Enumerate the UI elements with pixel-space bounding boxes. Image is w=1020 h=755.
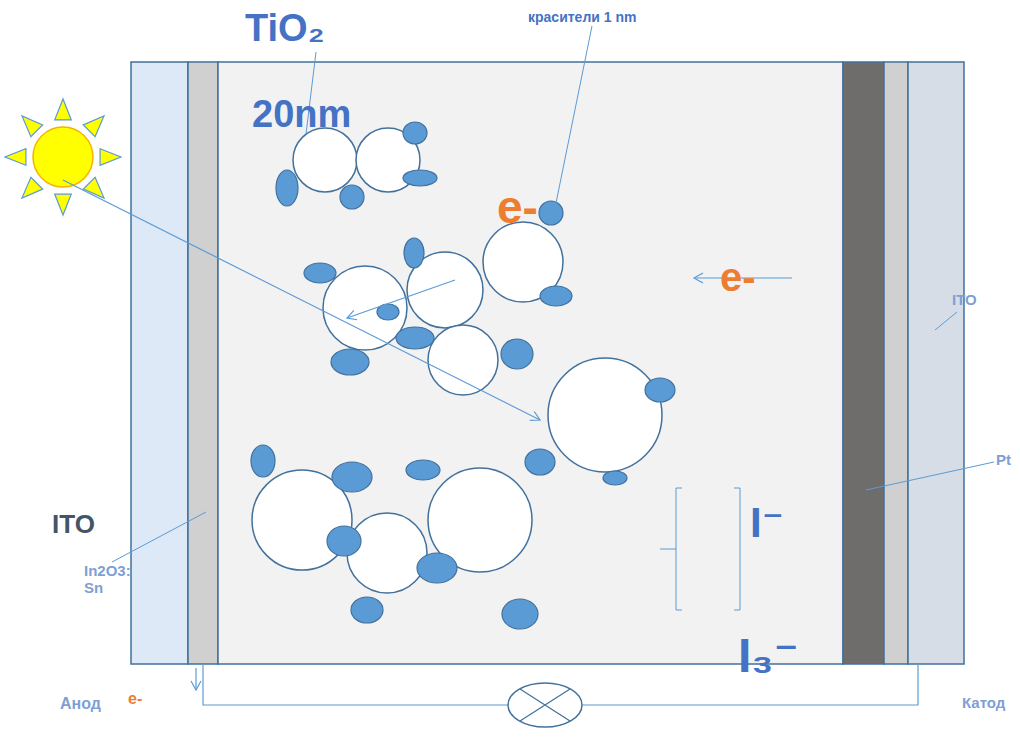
leader-line: [866, 462, 994, 490]
leader-line: [556, 26, 592, 203]
electron-label: e-: [720, 255, 756, 299]
electrode-label: ITO: [52, 510, 95, 539]
ito-layer: [188, 62, 218, 664]
ion-label: I⁻: [750, 500, 784, 546]
sun-ray: [83, 116, 104, 137]
dye-molecule: [645, 378, 675, 402]
dye-molecule: [525, 449, 555, 475]
sun-ray: [5, 149, 26, 166]
sun-symbol: [5, 99, 121, 215]
dye-molecule: [603, 471, 627, 485]
dye-molecule: [396, 327, 434, 349]
dye-molecule: [406, 460, 440, 480]
lamp-symbol: [508, 683, 582, 727]
dye-molecule: [404, 238, 424, 268]
dye-molecule: [501, 339, 533, 369]
electron-arrow: [195, 668, 196, 690]
dye-molecule: [417, 553, 457, 583]
cathode-glass: [908, 62, 964, 664]
light-arrow: [63, 180, 540, 420]
electrode-label: Катод: [962, 695, 1005, 712]
dimension-label: 20nm: [252, 94, 351, 136]
pt-layer: [843, 62, 884, 664]
leader-line: [935, 312, 957, 330]
dye-molecule: [539, 201, 563, 225]
dye-molecule: [304, 263, 336, 283]
electron-label: e-: [128, 690, 142, 708]
sun-ray: [22, 116, 43, 137]
tio2-particle: [548, 358, 662, 472]
electrode-label: ITO: [952, 292, 977, 309]
dye-molecule: [276, 170, 298, 206]
dye-molecule: [403, 122, 427, 144]
material-label: In2O3: Sn: [84, 563, 140, 596]
ito-layer: [884, 62, 908, 664]
electrode-label: Анод: [60, 695, 101, 713]
dye-molecules: [251, 122, 675, 629]
dye-molecule: [351, 597, 383, 623]
dye-molecule: [332, 462, 372, 492]
tio2-particle: [428, 325, 498, 395]
leader-line: [112, 512, 206, 562]
tio2-particle: [293, 128, 357, 192]
sun-disc: [33, 127, 93, 187]
bracket: [734, 488, 740, 610]
sun-ray: [100, 149, 121, 166]
tio2-particle: [323, 266, 407, 350]
electron-label: e-: [497, 182, 538, 233]
electron-arrow: [347, 280, 455, 318]
dye-label: красители 1 nm: [528, 10, 636, 25]
tio2-particles: [252, 128, 662, 593]
dye-molecule: [540, 286, 572, 306]
dye-molecule: [331, 349, 369, 375]
dye-molecule: [502, 599, 538, 629]
dye-molecule: [251, 445, 275, 477]
sun-ray: [55, 194, 72, 215]
dye-molecule: [403, 170, 437, 186]
dye-molecule: [327, 526, 361, 556]
anode-glass: [131, 62, 188, 664]
sun-ray: [55, 99, 72, 120]
tio2-particle: [347, 513, 427, 593]
electrolyte: [218, 62, 843, 664]
bracket: [660, 488, 682, 610]
electrode-label: Pt: [996, 452, 1011, 469]
material-label: TiO₂: [245, 8, 325, 50]
ion-label: I₃⁻: [738, 630, 799, 683]
lamp-symbol: [520, 689, 570, 721]
dye-molecule: [340, 185, 364, 209]
sun-ray: [22, 177, 43, 198]
